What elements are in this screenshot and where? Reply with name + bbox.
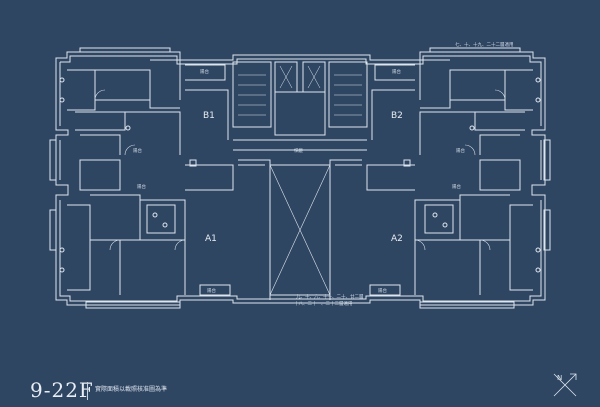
util-right-label: 陽台	[452, 183, 461, 190]
balcony-bottom-right-label: 陽台	[378, 287, 387, 294]
floor-label: 9-22F	[30, 378, 94, 402]
unit-b1-label: B1	[203, 111, 215, 121]
compass-icon: N	[553, 373, 577, 397]
building-outline	[55, 51, 546, 306]
floor-range-bottom-2: 十八、二十一、二十二層適用	[294, 300, 353, 307]
unit-b2-label: B2	[391, 111, 403, 121]
unit-a1-label: A1	[205, 234, 217, 244]
floor-range-top-right: 七、十、十九、二十二層適用	[455, 41, 514, 48]
divider	[87, 382, 88, 400]
util-left-label: 陽台	[137, 183, 146, 190]
disclaimer-note: 實際面積以載照核准圖為準	[95, 386, 168, 393]
stair-left	[232, 61, 272, 128]
service-left-label: 陽台	[133, 147, 142, 154]
floor-range-bottom: 九、十、六、十一、二十、廿二層	[296, 293, 364, 300]
stair-right	[328, 61, 368, 128]
balcony-top-right-label: 陽台	[392, 68, 401, 75]
svg-text:N: N	[557, 374, 562, 382]
balcony-top-left-label: 陽台	[200, 68, 209, 75]
service-right-label: 陽台	[456, 147, 465, 154]
lobby-label: 梯廳	[294, 147, 303, 154]
balcony-bottom-left-label: 陽台	[207, 287, 216, 294]
unit-a2-label: A2	[391, 234, 403, 244]
